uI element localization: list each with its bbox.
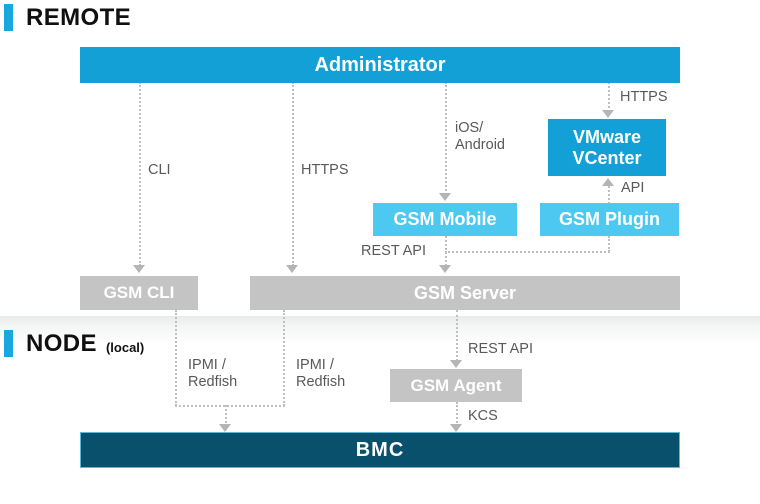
node-gsm-server-label: GSM Server [413, 282, 517, 303]
label-rest-api-server: REST API [361, 243, 427, 259]
node-bmc-label: BMC [355, 438, 405, 461]
node-bmc[interactable]: BMC [80, 432, 680, 468]
connector-admin-to-gsm-mobile [445, 82, 447, 195]
connector-gsm-plugin-to-vcenter [608, 186, 610, 204]
label-cli: CLI [148, 162, 171, 178]
connector-gsm-cli-to-bmc [175, 310, 177, 406]
connector-gsm-mobile-to-gsm-server [445, 236, 447, 266]
connector-gsm-agent-to-bmc [456, 402, 458, 430]
node-vmware-vcenter[interactable]: VMware VCenter [548, 119, 666, 176]
arrowhead-ipmi-to-bmc [219, 424, 231, 432]
node-gsm-agent-label: GSM Agent [410, 375, 502, 395]
arrowhead-gsm-agent-to-bmc [450, 424, 462, 432]
section-title-remote: REMOTE [26, 3, 132, 31]
accent-bar-node [4, 330, 13, 357]
label-ipmi-redfish-right: IPMI / Redfish [296, 357, 346, 391]
node-gsm-mobile[interactable]: GSM Mobile [373, 203, 517, 236]
arrowhead-rest-api-to-gsm-server [439, 265, 451, 273]
connector-gsm-plugin-to-bus [608, 236, 610, 252]
section-title-node: NODE [26, 329, 97, 357]
arrowhead-gsm-server-to-gsm-agent [450, 360, 462, 368]
node-administrator-label: Administrator [314, 53, 446, 76]
label-ipmi-redfish-left: IPMI / Redfish [188, 357, 238, 391]
arrowhead-admin-to-vcenter [602, 110, 614, 118]
section-header-node: NODE (local) [4, 330, 144, 357]
arrowhead-admin-to-gsm-server [286, 265, 298, 273]
accent-bar-remote [4, 4, 13, 31]
label-https-left: HTTPS [301, 162, 349, 178]
node-vmware-vcenter-label: VMware VCenter [572, 127, 642, 168]
node-gsm-agent[interactable]: GSM Agent [390, 369, 522, 402]
section-subtitle-node: (local) [105, 340, 145, 355]
node-section-divider [0, 316, 760, 342]
node-gsm-plugin-label: GSM Plugin [559, 209, 660, 230]
label-rest-api-agent: REST API [468, 341, 534, 357]
label-ios-android: iOS/ Android [455, 120, 505, 154]
node-gsm-cli[interactable]: GSM CLI [80, 276, 198, 310]
connector-admin-to-gsm-cli [139, 82, 141, 266]
connector-ipmi-merge-bus [175, 405, 285, 407]
node-administrator[interactable]: Administrator [80, 47, 680, 83]
arrowhead-gsm-plugin-to-vcenter [602, 178, 614, 186]
label-api: API [621, 180, 645, 196]
node-gsm-server[interactable]: GSM Server [250, 276, 680, 310]
connector-gsm-server-to-bmc [283, 310, 285, 406]
arrowhead-admin-to-gsm-mobile [439, 193, 451, 201]
section-header-remote: REMOTE [4, 4, 131, 31]
connector-ipmi-drop-to-bmc [225, 405, 227, 427]
node-gsm-mobile-label: GSM Mobile [393, 209, 497, 230]
connector-rest-api-bus [445, 251, 610, 253]
label-https-right: HTTPS [620, 89, 668, 105]
node-gsm-cli-label: GSM CLI [103, 283, 175, 303]
node-gsm-plugin[interactable]: GSM Plugin [540, 203, 679, 236]
connector-gsm-server-to-gsm-agent [456, 310, 458, 361]
connector-admin-to-vcenter [608, 82, 610, 112]
label-kcs: KCS [468, 408, 498, 424]
connector-admin-to-gsm-server [292, 82, 294, 266]
arrowhead-admin-to-gsm-cli [133, 265, 145, 273]
